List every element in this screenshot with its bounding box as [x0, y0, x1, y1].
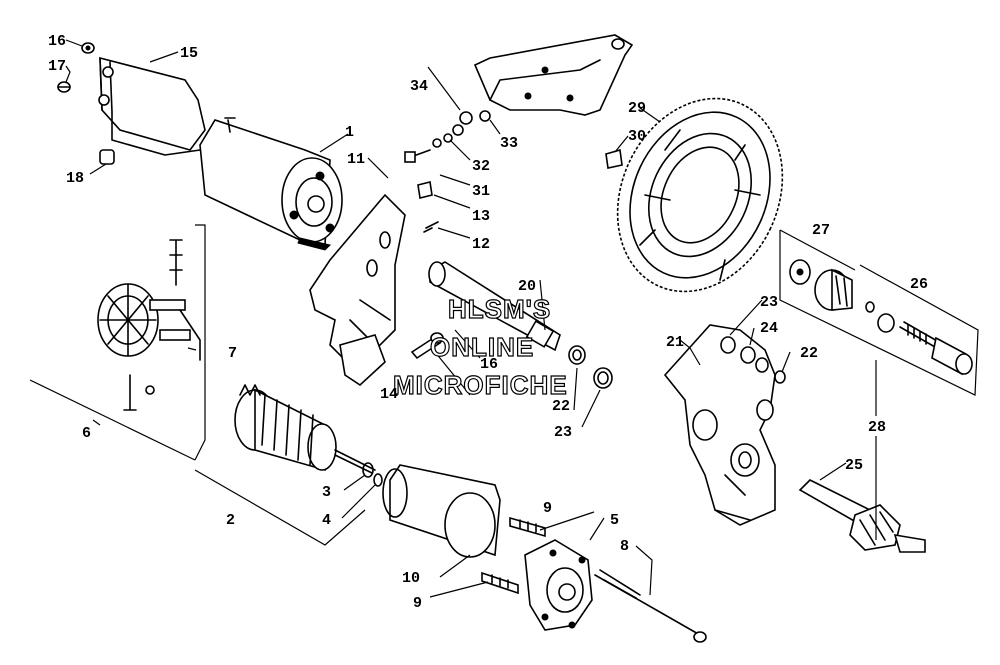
ring-gear-29 [616, 97, 784, 293]
watermark: HLSM'S ONLINE MICROFICHE [392, 293, 568, 400]
callout-34: 34 [410, 78, 428, 95]
callout-23-left: 23 [554, 424, 572, 441]
callout-33: 33 [500, 135, 518, 152]
watermark-line-3: MICROFICHE [393, 370, 568, 400]
hardware-group-top [404, 110, 491, 233]
callout-8: 8 [620, 538, 629, 555]
callout-25: 25 [845, 457, 863, 474]
washers-22-23 [568, 345, 613, 389]
callout-5: 5 [610, 512, 619, 529]
callout-31: 31 [472, 183, 490, 200]
callout-1: 1 [345, 124, 354, 141]
drive-shaft-25 [798, 479, 926, 553]
washers-22-23-24-right [720, 336, 786, 384]
group-bracket-6 [29, 224, 206, 461]
washers-3-4 [362, 462, 383, 487]
callout-28-upper: 26 [910, 276, 928, 293]
yoke-housing-10 [382, 464, 501, 558]
watermark-line-2: ONLINE [430, 332, 534, 362]
callout-16-top: 16 [48, 33, 66, 50]
brush-holder-7 [97, 239, 201, 411]
bolt-9-upper [509, 516, 546, 538]
callout-30: 30 [628, 128, 646, 145]
group-bracket-27-28 [779, 229, 979, 396]
callout-21: 21 [666, 334, 684, 351]
callout-22-right: 22 [800, 345, 818, 362]
end-cap-5 [524, 539, 593, 631]
callout-2: 2 [226, 512, 235, 529]
callout-32: 32 [472, 158, 490, 175]
callout-16-middle: 16 [480, 356, 498, 373]
callout-11: 11 [347, 151, 365, 168]
callout-22-left: 22 [552, 398, 570, 415]
spring-group-28 [877, 313, 973, 376]
callout-9-upper: 9 [543, 500, 552, 517]
mounting-bracket-11 [309, 193, 406, 387]
callout-29: 29 [628, 100, 646, 117]
bolt-14 [410, 332, 444, 360]
leader-lines [65, 39, 877, 598]
callout-12: 12 [472, 236, 490, 253]
callout-24: 24 [760, 320, 778, 337]
upper-bracket [473, 34, 634, 116]
screw-17 [57, 81, 71, 93]
callout-labels: 16 17 15 18 1 11 34 33 32 31 13 12 7 6 3… [48, 33, 928, 612]
cover-plate-15 [98, 56, 206, 156]
callout-3: 3 [322, 484, 331, 501]
callout-18: 18 [66, 170, 84, 187]
nut-18 [99, 149, 115, 165]
washer-16 [81, 42, 95, 54]
screw-30 [605, 148, 623, 169]
through-bolt-8 [594, 569, 707, 643]
armature-2 [234, 384, 376, 474]
callout-23-right: 23 [760, 294, 778, 311]
callout-4: 4 [322, 512, 331, 529]
bolt-9-lower [481, 571, 519, 595]
callout-27: 27 [812, 222, 830, 239]
callout-6: 6 [82, 425, 91, 442]
callout-9-lower: 9 [413, 595, 422, 612]
callout-17: 17 [48, 58, 66, 75]
callout-13: 13 [472, 208, 490, 225]
pinion-group-27 [789, 259, 875, 313]
callout-14: 14 [380, 386, 398, 403]
shaft-20 [428, 261, 561, 352]
callout-10: 10 [402, 570, 420, 587]
callout-28-lower: 28 [868, 419, 886, 436]
group-bracket-2 [194, 469, 366, 546]
callout-20: 20 [518, 278, 536, 295]
callout-7: 7 [228, 345, 237, 362]
starter-housing-1 [199, 117, 343, 251]
drive-bracket-21 [663, 324, 776, 526]
callout-15: 15 [180, 45, 198, 62]
watermark-line-1: HLSM'S [448, 294, 551, 324]
